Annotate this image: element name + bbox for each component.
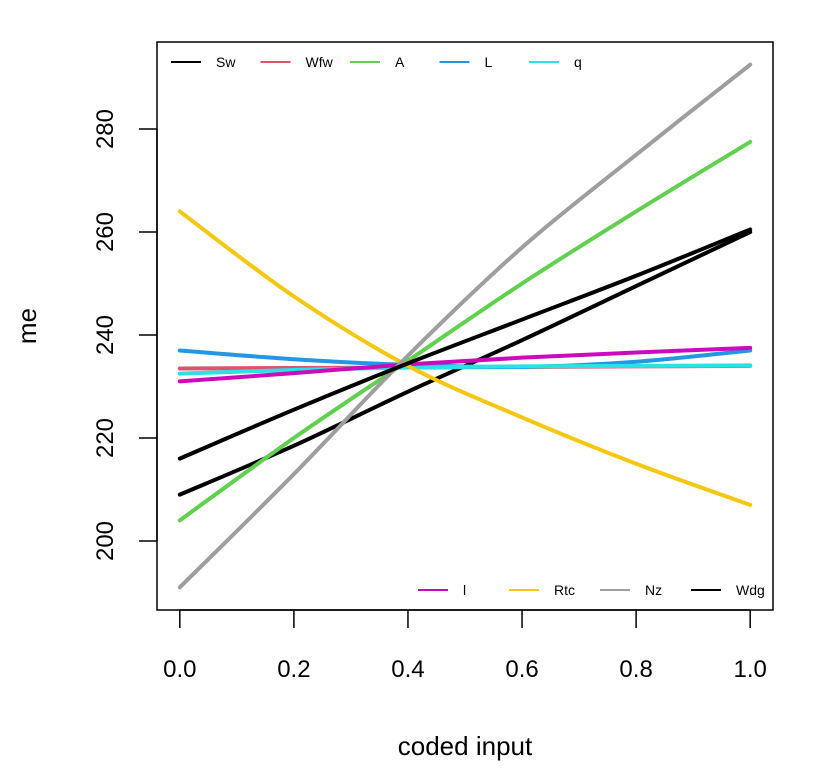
series-line-dashed-q <box>179 364 751 375</box>
x-tick-label: 0.0 <box>163 656 196 683</box>
x-tick-label: 1.0 <box>733 656 766 683</box>
x-tick-label: 0.6 <box>505 656 538 683</box>
series-layer <box>177 62 753 590</box>
series-line-nz <box>177 62 753 590</box>
series-line-a <box>177 139 753 523</box>
x-tick-label: 0.4 <box>391 656 424 683</box>
series-line-sw <box>177 230 753 497</box>
y-tick-label: 260 <box>92 212 119 252</box>
legend-label-rtc: Rtc <box>554 582 575 598</box>
series-line-dashed-rtc <box>179 210 751 506</box>
x-tick-label: 0.8 <box>619 656 652 683</box>
legend-label-nz: Nz <box>645 582 662 598</box>
y-tick-label: 220 <box>92 418 119 458</box>
legend-label-wdg: Wdg <box>736 582 765 598</box>
legend-label-wfw: Wfw <box>306 54 334 70</box>
y-tick-label: 240 <box>92 315 119 355</box>
series-line-dashed-l <box>179 346 751 383</box>
x-axis: 0.0 0.2 0.4 0.6 0.8 1.0 <box>163 609 767 683</box>
y-axis: 200 220 240 260 280 <box>92 109 158 561</box>
series-line-dashed-wdg <box>179 228 751 460</box>
y-tick-label: 280 <box>92 109 119 149</box>
y-tick-label: 200 <box>92 521 119 561</box>
series-line-dashed-a <box>179 141 751 522</box>
x-tick-label: 0.2 <box>277 656 310 683</box>
legend-label-l: l <box>463 582 466 598</box>
legend-bottom: l Rtc Nz Wdg <box>418 582 765 598</box>
y-axis-label: me <box>12 308 42 344</box>
legend-label-a: A <box>395 54 405 70</box>
plot-frame <box>156 41 774 611</box>
series-line-dashed-nz <box>179 63 751 589</box>
legend-label-q: q <box>574 54 582 70</box>
legend-label-sw: Sw <box>216 54 236 70</box>
legend-label-l: L <box>485 54 493 70</box>
x-axis-label: coded input <box>398 731 533 761</box>
